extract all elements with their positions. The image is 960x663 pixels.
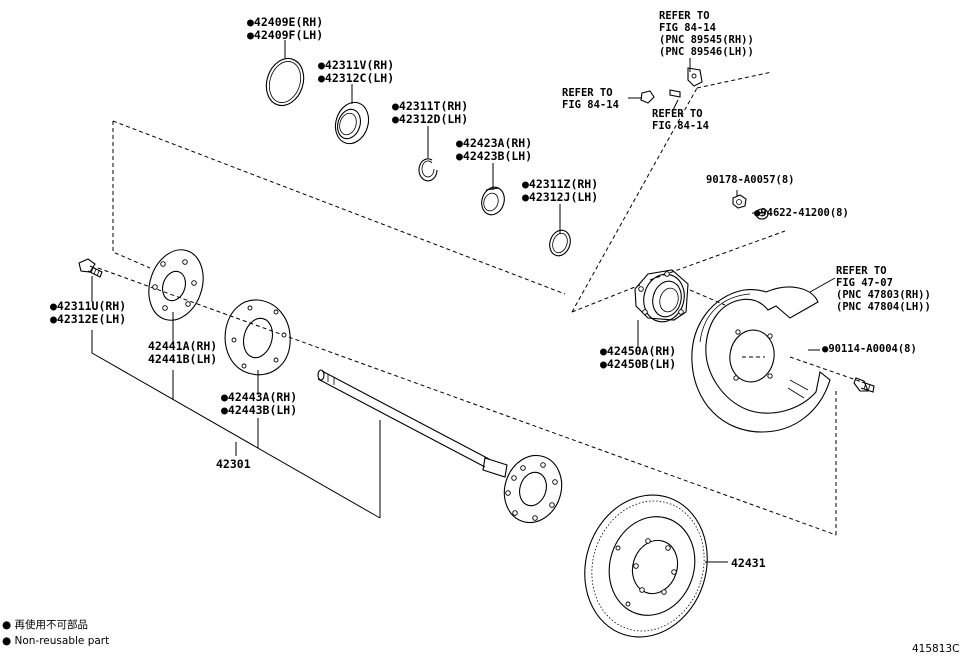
ref-note-backing-plate[interactable]: REFER TO FIG 47-07 (PNC 47803(RH)) (PNC … — [836, 265, 931, 313]
snap-ring-42311t[interactable] — [418, 158, 438, 182]
diagram-id: 415813C — [912, 643, 959, 655]
label-42409-lh: ●42409F(LH) — [247, 28, 323, 42]
bolt-ref-left[interactable] — [640, 90, 655, 104]
svg-text:REFER TO: REFER TO — [652, 108, 703, 120]
svg-text:REFER TO: REFER TO — [659, 10, 710, 22]
backing-plate-ref[interactable] — [691, 286, 831, 433]
gasket-42443[interactable] — [224, 299, 291, 376]
nut-90178[interactable] — [732, 194, 747, 209]
legend-en: ● Non-reusable part — [2, 635, 109, 647]
ref-note-top[interactable]: REFER TO FIG 84-14 (PNC 89545(RH)) (PNC … — [659, 10, 754, 58]
label-42423[interactable]: ●42423A(RH) ●42423B(LH) — [456, 136, 532, 163]
label-94622[interactable]: ●94622-41200(8) — [754, 207, 849, 219]
label-42311t[interactable]: ●42311T(RH) ●42312D(LH) — [392, 99, 468, 126]
label-42311v-rh: ●42311V(RH) — [318, 58, 394, 72]
label-42443a-rh: ●42443A(RH) — [221, 390, 297, 404]
label-42409-rh: ●42409E(RH) — [247, 15, 323, 29]
label-42423b-lh: ●42423B(LH) — [456, 149, 532, 163]
svg-text:(PNC 89545(RH)): (PNC 89545(RH)) — [659, 34, 754, 46]
label-42450[interactable]: ●42450A(RH) ●42450B(LH) — [600, 344, 676, 371]
label-42311z-rh: ●42311Z(RH) — [522, 177, 598, 191]
label-42409[interactable]: ●42409E(RH) ●42409F(LH) — [247, 15, 323, 42]
label-42431[interactable]: 42431 — [731, 556, 766, 570]
assembly-dashed-lines — [97, 71, 863, 536]
speed-sensor-ref[interactable] — [687, 67, 703, 87]
washer-94622[interactable] — [755, 208, 769, 220]
label-42311t-rh: ●42311T(RH) — [392, 99, 468, 113]
label-42443b-lh: ●42443B(LH) — [221, 403, 297, 417]
retainer-42441[interactable] — [140, 243, 212, 328]
oil-seal-42311v[interactable] — [330, 98, 373, 148]
label-42312e-lh: ●42312E(LH) — [50, 312, 126, 326]
bolt-90114[interactable] — [853, 377, 875, 393]
label-42301[interactable]: 42301 — [216, 457, 251, 471]
ref-note-mid[interactable]: REFER TO FIG 84-14 — [652, 108, 709, 132]
label-42311u-rh: ●42311U(RH) — [50, 299, 126, 313]
brake-disc-42431[interactable] — [567, 479, 726, 653]
label-90114[interactable]: ●90114-A0004(8) — [822, 343, 917, 355]
label-90178[interactable]: 90178-A0057(8) — [706, 174, 795, 186]
bolt-ref-mid[interactable] — [669, 89, 681, 98]
label-42312c-lh: ●42312C(LH) — [318, 71, 394, 85]
svg-text:(PNC 47804(LH)): (PNC 47804(LH)) — [836, 301, 931, 313]
svg-text:FIG 84-14: FIG 84-14 — [652, 120, 709, 132]
label-42441a-rh: 42441A(RH) — [148, 339, 217, 353]
label-42441b-lh: 42441B(LH) — [148, 352, 217, 366]
svg-text:REFER TO: REFER TO — [836, 265, 887, 277]
label-42423a-rh: ●42423A(RH) — [456, 136, 532, 150]
label-42311z[interactable]: ●42311Z(RH) ●42312J(LH) — [522, 177, 598, 204]
svg-text:FIG 84-14: FIG 84-14 — [659, 22, 716, 34]
svg-text:FIG 84-14: FIG 84-14 — [562, 99, 619, 111]
seal-ring-42311z[interactable] — [546, 228, 573, 259]
label-42312d-lh: ●42312D(LH) — [392, 112, 468, 126]
label-42443[interactable]: ●42443A(RH) ●42443B(LH) — [221, 390, 297, 417]
hub-bolt-42311u[interactable] — [78, 258, 103, 278]
svg-text:(PNC 47803(RH)): (PNC 47803(RH)) — [836, 289, 931, 301]
ref-note-left[interactable]: REFER TO FIG 84-14 — [562, 87, 619, 111]
legend-jp: ● 再使用不可部品 — [2, 618, 88, 631]
label-42441[interactable]: 42441A(RH) 42441B(LH) — [148, 339, 217, 366]
axle-shaft-42301[interactable] — [317, 369, 570, 530]
svg-text:REFER TO: REFER TO — [562, 87, 613, 99]
hub-bearing-42450[interactable] — [634, 269, 690, 327]
label-42311v[interactable]: ●42311V(RH) ●42312C(LH) — [318, 58, 394, 85]
leader-lines — [91, 40, 836, 563]
bearing-42423[interactable] — [478, 184, 508, 217]
label-42450a-rh: ●42450A(RH) — [600, 344, 676, 358]
label-42450b-lh: ●42450B(LH) — [600, 357, 676, 371]
svg-text:(PNC 89546(LH)): (PNC 89546(LH)) — [659, 46, 754, 58]
label-42311u[interactable]: ●42311U(RH) ●42312E(LH) — [50, 299, 126, 326]
svg-text:FIG 47-07: FIG 47-07 — [836, 277, 893, 289]
label-42312j-lh: ●42312J(LH) — [522, 190, 598, 204]
legend: ● 再使用不可部品 ● Non-reusable part — [2, 618, 109, 647]
o-ring-42409[interactable] — [260, 54, 309, 111]
